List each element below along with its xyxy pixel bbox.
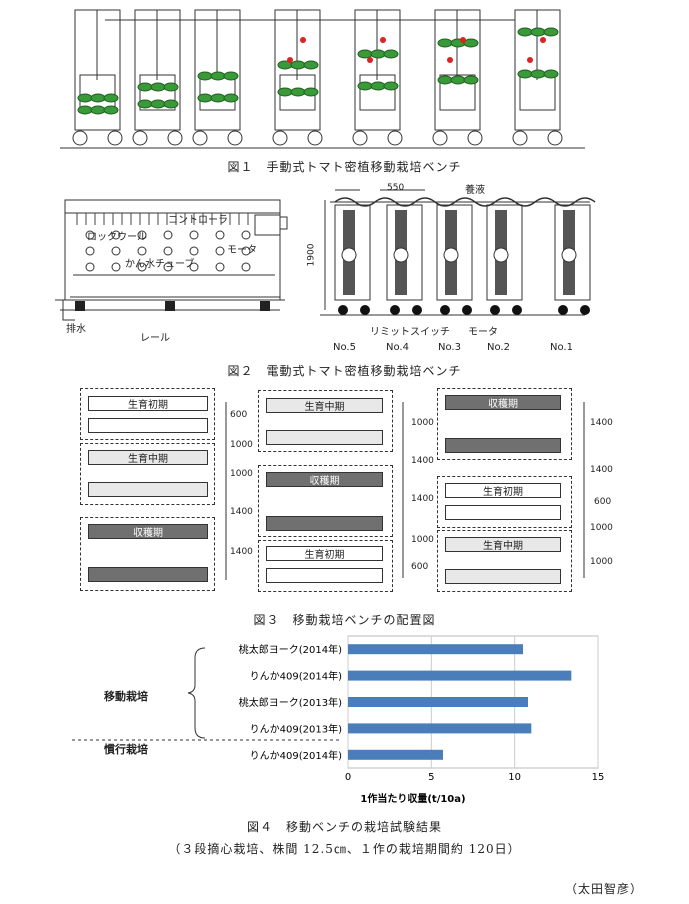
col2-box-early: 生育初期 — [266, 546, 383, 561]
bench-no1: No.1 — [550, 342, 573, 353]
col2-group-3 — [258, 540, 393, 592]
col3-dim-3: 600 — [594, 497, 612, 507]
col1-box-early: 生育初期 — [88, 396, 208, 411]
drain-label: 排水 — [66, 324, 86, 335]
electric-bench — [486, 204, 523, 315]
category-label: 桃太郎ヨーク(2014年) — [239, 643, 342, 656]
figure4-note: （３段摘心栽培、株間 12.5㎝、１作の栽培期間約 120日） — [168, 842, 521, 856]
col2-dim-7: 600 — [411, 562, 429, 572]
x-tick-label: 10 — [508, 772, 521, 783]
x-axis-label: 1作当たり収量(t/10a) — [360, 792, 465, 805]
col3-dim-4: 1000 — [590, 523, 613, 533]
group-conventional: 慣行栽培 — [104, 743, 148, 756]
group-moving: 移動栽培 — [104, 690, 148, 703]
col2-group-2 — [258, 465, 393, 537]
col3-box-early: 生育初期 — [445, 483, 561, 498]
col1-dim-1: 600 — [230, 410, 248, 420]
col1-dim-3: 1400 — [230, 547, 253, 557]
electric-bench — [334, 204, 371, 315]
x-tick-label: 0 — [345, 772, 351, 783]
col3-box-harvest-b — [445, 438, 561, 453]
figure3-dimension-lines — [225, 402, 585, 580]
bar — [348, 749, 443, 760]
col1-dim-2: 1000 — [230, 440, 253, 450]
col2-dim-3: 1400 — [411, 456, 434, 466]
bar — [348, 697, 528, 707]
category-label: 桃太郎ヨーク(2013年) — [239, 696, 342, 709]
x-tick-label: 5 — [428, 772, 434, 783]
figure1-caption: 図１ 手動式トマト密植移動栽培ベンチ — [227, 160, 462, 174]
motor-left-label: モータ — [227, 245, 257, 256]
col3-dim-1: 1400 — [590, 418, 613, 428]
limit-switch-label: リミットスイッチ — [370, 327, 450, 338]
bar — [348, 670, 572, 681]
col3-box-early-b — [445, 505, 561, 520]
col1-box-harvest: 収穫期 — [88, 524, 208, 539]
manual-bench — [132, 9, 183, 146]
figure4-bracket — [72, 647, 340, 741]
col3-group-1 — [437, 388, 572, 460]
irrigation-tube-label: かん水チューブ — [125, 259, 195, 270]
bench-no2: No.2 — [487, 342, 510, 353]
electric-bench — [436, 204, 473, 315]
col1-group-3 — [80, 517, 215, 591]
manual-bench — [72, 9, 123, 146]
col2-box-harvest: 収穫期 — [266, 472, 383, 487]
dim-1900: 1900 — [306, 243, 317, 267]
category-label: りんか409(2014年) — [250, 670, 342, 683]
col3-box-mid-b — [445, 569, 561, 584]
col1-box-mid: 生育中期 — [88, 450, 208, 465]
manual-bench — [192, 9, 243, 146]
manual-bench — [272, 9, 323, 146]
bench-no5: No.5 — [333, 342, 356, 353]
figure2-left-diagram — [55, 199, 288, 321]
figure1-illustration — [60, 9, 585, 149]
col3-group-2 — [437, 476, 572, 528]
col1-group-2 — [80, 443, 215, 505]
author: （太田智彦） — [565, 882, 644, 896]
nutrient-label: 養液 — [465, 185, 485, 196]
figure4-caption: 図４ 移動ベンチの栽培試験結果 — [246, 820, 442, 834]
col1-box-mid-b — [88, 482, 208, 497]
col3-dim-2: 1400 — [590, 465, 613, 475]
bar — [348, 723, 532, 734]
col1-group-1 — [80, 388, 215, 440]
col3-box-mid: 生育中期 — [445, 537, 561, 552]
category-label: りんか409(2014年) — [250, 749, 342, 762]
col3-box-harvest: 収穫期 — [445, 395, 561, 410]
manual-bench — [512, 9, 563, 146]
col1-box-harvest-b — [88, 567, 208, 582]
col2-dim-1: 1000 — [411, 418, 434, 428]
col1-box-early-b — [88, 418, 208, 433]
bar — [348, 644, 523, 655]
x-tick-label: 15 — [592, 772, 605, 783]
col2-dim-5: 1400 — [411, 494, 434, 504]
manual-bench — [432, 9, 483, 146]
col2-box-harvest-b — [266, 516, 383, 531]
dim-550: 550 — [387, 183, 405, 193]
figure2-caption: 図２ 電動式トマト密植移動栽培ベンチ — [227, 364, 462, 378]
yield-chart: 0 5 10 15 桃太郎ヨーク(2014年) りんか409(2014年) 桃太郎ヨーク(2… — [200, 635, 620, 806]
col3-group-3 — [437, 530, 572, 592]
bench-no3: No.3 — [438, 342, 461, 353]
col2-group-1 — [258, 390, 393, 452]
col2-dim-4: 1400 — [230, 507, 253, 517]
col2-box-mid-b — [266, 430, 383, 445]
col2-box-early-b — [266, 568, 383, 583]
motor-right-label: モータ — [468, 327, 498, 338]
figure3-caption: 図３ 移動栽培ベンチの配置図 — [253, 613, 436, 627]
electric-bench — [554, 204, 591, 315]
controller-label: コントローラ — [168, 215, 228, 226]
category-label: りんか409(2013年) — [250, 722, 342, 735]
col2-dim-6: 1000 — [411, 535, 434, 545]
col3-dim-5: 1000 — [590, 557, 613, 567]
bench-no4: No.4 — [386, 342, 409, 353]
rail-label: レール — [140, 333, 170, 344]
col2-box-mid: 生育中期 — [266, 398, 383, 413]
rockwool-label: ロックウール — [87, 232, 147, 243]
col2-dim-2: 1000 — [230, 469, 253, 479]
figure2-right-diagram — [320, 189, 596, 316]
electric-bench — [386, 204, 423, 315]
manual-bench — [352, 9, 403, 146]
